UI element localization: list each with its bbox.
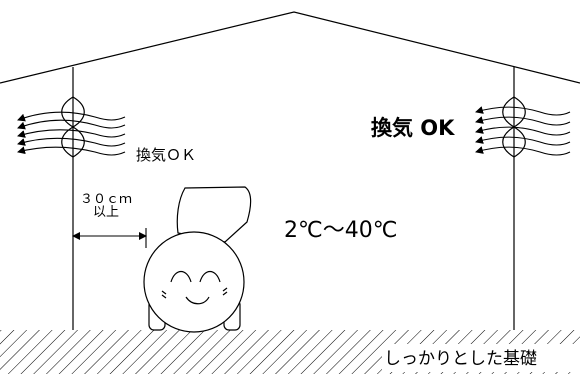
clearance-qualifier: 以上: [93, 205, 119, 220]
vent-left-label: 換気ＯＫ: [136, 146, 196, 164]
roof-outline: [0, 11, 580, 84]
vent-right-label: 換気 OK: [371, 116, 455, 140]
airflow-left-icon: [17, 111, 126, 156]
clearance-value: ３０ｃｍ: [80, 192, 132, 207]
airflow-right-icon: [475, 106, 571, 156]
machine-icon: [143, 186, 252, 333]
clearance-dimension: ３０ｃｍ 以上: [72, 192, 147, 248]
foundation-label: しっかりとした基礎: [384, 349, 537, 369]
temperature-range: 2℃～40℃: [284, 218, 397, 243]
fan-left-icon: [61, 96, 85, 158]
foundation: しっかりとした基礎: [0, 330, 580, 374]
